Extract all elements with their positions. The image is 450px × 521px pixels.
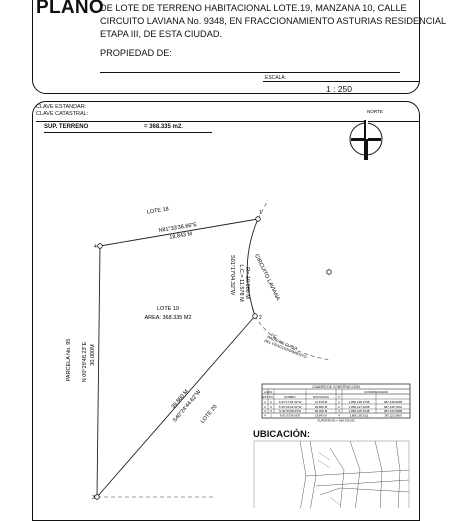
lot-label: LOTE 19 (157, 306, 179, 312)
panel-divider (36, 121, 420, 122)
lot-area-text: AREA: 368.335 M2 (144, 315, 191, 321)
svg-text:S 40°24'44.62"W: S 40°24'44.62"W (279, 405, 302, 409)
svg-text:S 01°17'04.32"W: S 01°17'04.32"W (279, 400, 302, 404)
west-bearing: N 00°29'48.23"E (82, 341, 88, 382)
svg-text:CUADRO DE CONSTRUCCION: CUADRO DE CONSTRUCCION (312, 385, 360, 389)
area-value: = 368.335 m2. (144, 124, 183, 130)
svg-text:1,866,135.9111: 1,866,135.9111 (349, 414, 368, 418)
scale-divider (263, 81, 420, 82)
vertex-1-label: 1 (259, 210, 262, 216)
svg-text:V: V (338, 395, 340, 399)
chord-bearing: S01°17'04.32"W (229, 255, 235, 296)
svg-text:3: 3 (270, 405, 272, 409)
page-title: PLANO (36, 0, 104, 18)
vertex-2-label: 2 (259, 315, 262, 321)
vertex-4-label: 4 (94, 244, 97, 250)
area-underline (44, 132, 212, 133)
owner-label: PROPIEDAD DE: (100, 48, 172, 58)
svg-text:2: 2 (338, 405, 340, 409)
clave-estandar-label: CLAVE ESTANDAR: (36, 104, 87, 110)
description-line-2: CIRCUITO LAVIANA No. 9348, EN FRACCIONAM… (100, 16, 447, 26)
scale-value: 1 : 250 (326, 84, 352, 94)
radius: R= 10.000 M (244, 267, 250, 299)
svg-text:2: 2 (270, 400, 272, 404)
svg-text:DISTANCIA: DISTANCIA (313, 395, 329, 399)
svg-text:39.860 M: 39.860 M (315, 405, 328, 409)
svg-text:1,866,105.5148: 1,866,105.5148 (349, 409, 370, 413)
north-label: NORTE (367, 109, 383, 114)
curve-center-marker (326, 269, 332, 275)
arc-length: L.C.= 11.578 M (238, 264, 244, 302)
svg-text:1,866,127.4298: 1,866,127.4298 (349, 405, 370, 409)
svg-text:3: 3 (264, 409, 266, 413)
svg-text:4: 4 (264, 414, 266, 418)
clave-catastral-label: CLAVE CATASTRAL: (36, 111, 89, 117)
svg-text:1,866,138.2708: 1,866,138.2708 (349, 400, 370, 404)
neighbor-west-label: PARCELA No. 95 (66, 339, 72, 382)
area-label: SUP. TERRENO (44, 124, 89, 130)
svg-text:387,248.9999: 387,248.9999 (384, 400, 403, 404)
owner-underline (100, 72, 400, 73)
svg-text:1: 1 (264, 400, 266, 404)
header-frame (32, 0, 420, 94)
adjacent-lot-lines (97, 199, 331, 498)
svg-text:18.843 M: 18.843 M (315, 414, 327, 418)
lot-boundary (96, 218, 259, 498)
svg-text:11.578 M: 11.578 M (315, 400, 328, 404)
svg-text:N 00°29'48.23"E: N 00°29'48.23"E (279, 409, 301, 413)
svg-text:30.000 M: 30.000 M (315, 409, 328, 413)
vertex-markers (94, 216, 261, 500)
north-arrow-icon (349, 120, 383, 160)
svg-text:1: 1 (270, 414, 272, 418)
description-line-1: DE LOTE DE TERRENO HABITACIONAL LOTE.19,… (100, 3, 407, 13)
west-distance: 30.000M (90, 344, 96, 366)
svg-text:2: 2 (264, 405, 266, 409)
svg-text:4: 4 (270, 409, 272, 413)
curve-note-1: P.C. (270, 333, 278, 339)
site-plan-drawing: NORTE 1 2 3 4 LOTE 19 AREA: 368.335 M2 L… (66, 109, 411, 508)
svg-text:RUMBO: RUMBO (284, 395, 296, 399)
svg-text:PV: PV (269, 395, 273, 399)
svg-text:LADO: LADO (264, 390, 273, 394)
svg-text:4: 4 (338, 414, 340, 418)
location-map (253, 440, 410, 508)
north-bearing: N81°33'36.66"E (158, 222, 198, 234)
scale-label: ESCALA: (265, 75, 287, 81)
svg-text:COORDENADAS: COORDENADAS (364, 390, 388, 394)
description-line-3: ETAPA III, DE ESTA CIUDAD. (100, 29, 223, 39)
svg-text:1: 1 (338, 400, 340, 404)
construction-table: CUADRO DE CONSTRUCCION LADO EST PV RUMBO… (261, 383, 411, 423)
svg-text:387,245.7841: 387,245.7841 (384, 405, 403, 409)
north-distance: 18.843 M (169, 231, 193, 241)
vertex-3-label: 3 (92, 495, 95, 501)
svg-text:387,223.9989: 387,223.9989 (384, 409, 403, 413)
svg-text:N 81°33'36.66"E: N 81°33'36.66"E (280, 414, 301, 418)
svg-text:387,222.6669: 387,222.6669 (384, 414, 402, 418)
location-label: UBICACIÓN: (253, 429, 310, 440)
street-label: CIRCUITO LAVIANA (253, 253, 281, 302)
neighbor-south-label: LOTE 20 (200, 404, 219, 425)
svg-text:3: 3 (338, 409, 340, 413)
svg-text:SUPERFICIE = 368.335 M2: SUPERFICIE = 368.335 M2 (317, 419, 355, 423)
neighbor-north-label: LOTE 18 (147, 206, 170, 215)
svg-text:EST: EST (262, 395, 268, 399)
